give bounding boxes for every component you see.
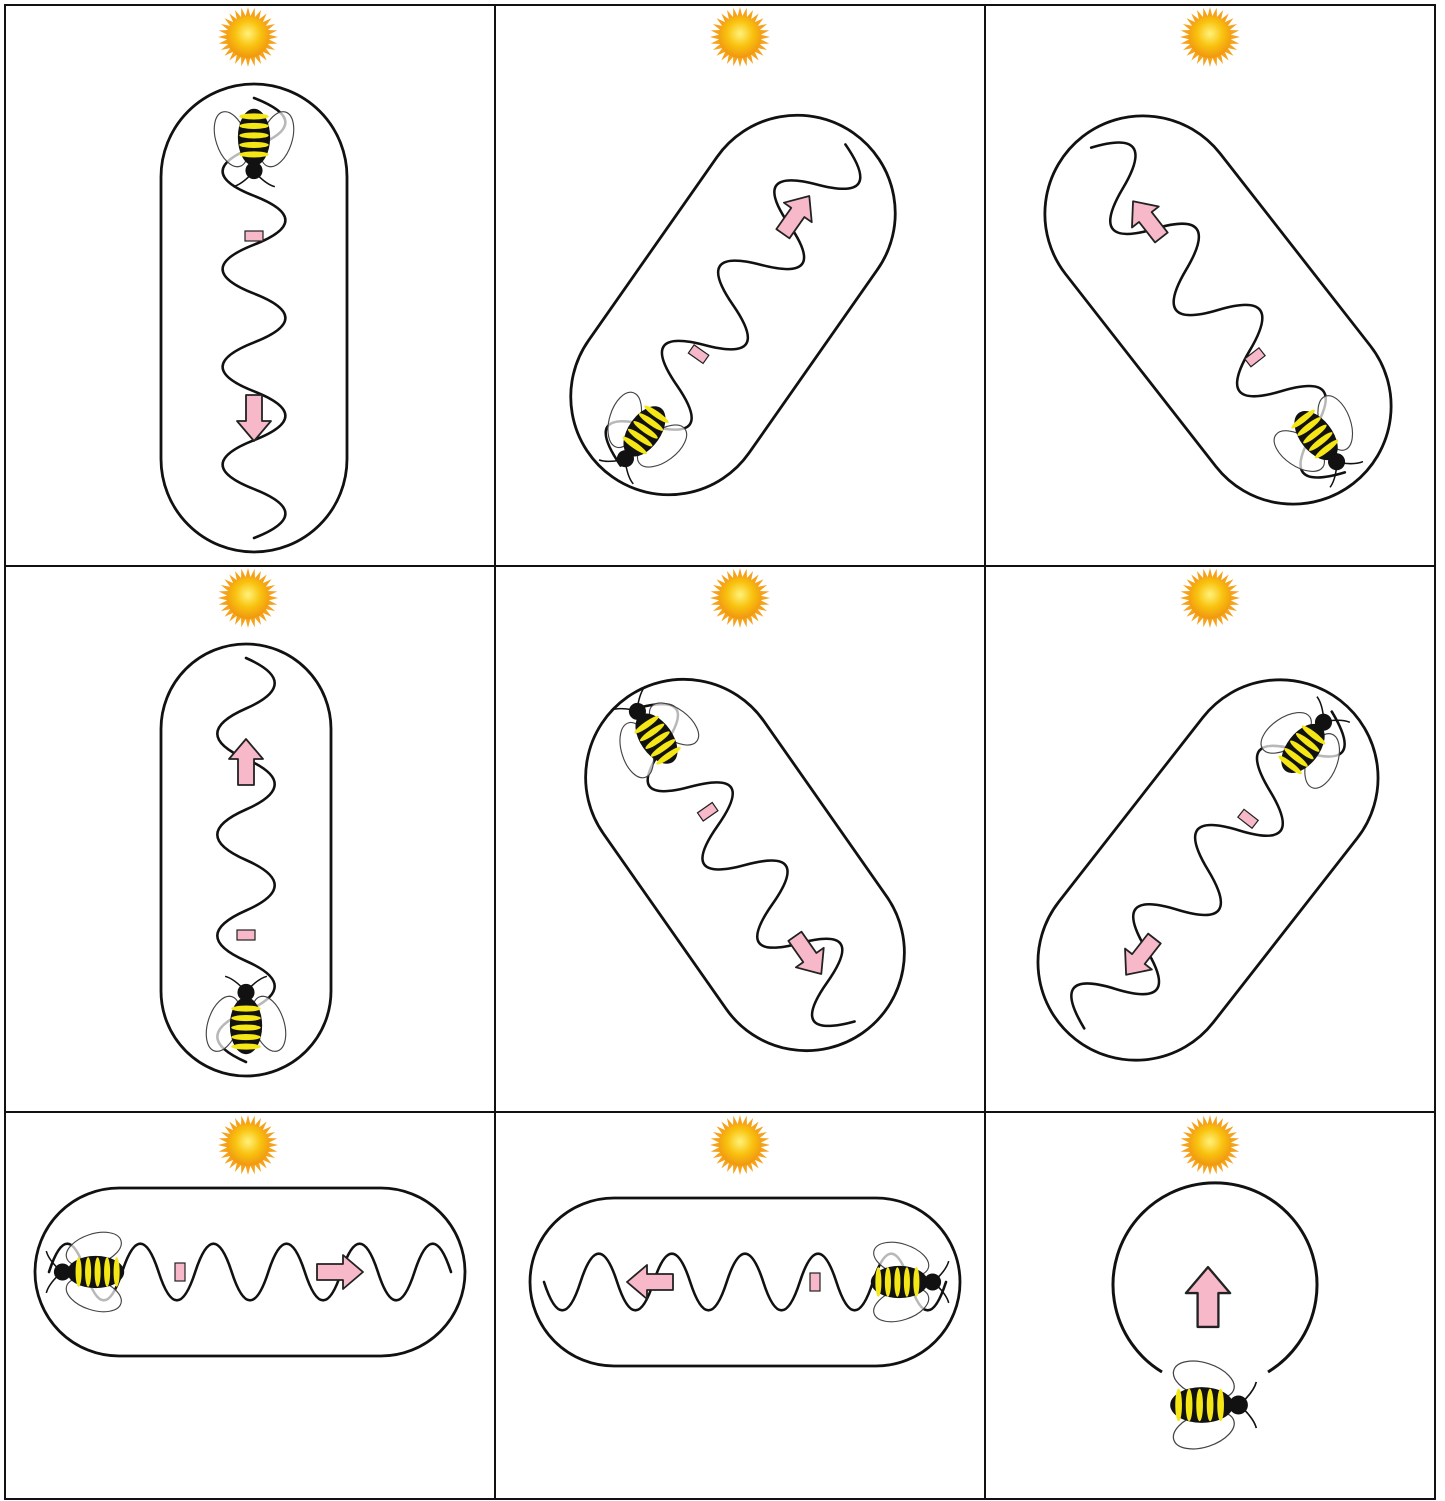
sun-icon	[218, 1115, 278, 1175]
sun-icon	[710, 568, 770, 628]
sun-icon	[710, 1115, 770, 1175]
start-tick	[245, 231, 263, 241]
dance-figure	[1005, 76, 1430, 543]
bee-icon	[1169, 1354, 1257, 1456]
direction-arrow-icon	[1186, 1267, 1230, 1327]
panels-layer	[35, 7, 1431, 1456]
start-tick	[175, 1263, 185, 1281]
dance-figure	[998, 640, 1417, 1100]
dance-figure	[161, 644, 331, 1076]
round-dance-figure	[1113, 1183, 1317, 1456]
start-tick	[237, 930, 255, 940]
sun-icon	[218, 7, 278, 67]
dance-figure	[35, 1188, 465, 1356]
dance-figure	[547, 641, 943, 1089]
dance-figure	[532, 77, 933, 533]
sun-icon	[1180, 1115, 1240, 1175]
sun-icon	[1180, 7, 1240, 67]
sun-icon	[218, 568, 278, 628]
sun-icon	[710, 7, 770, 67]
start-tick	[810, 1273, 820, 1291]
dance-figure	[530, 1198, 960, 1366]
sun-icon	[1180, 568, 1240, 628]
dance-figure	[161, 84, 347, 552]
